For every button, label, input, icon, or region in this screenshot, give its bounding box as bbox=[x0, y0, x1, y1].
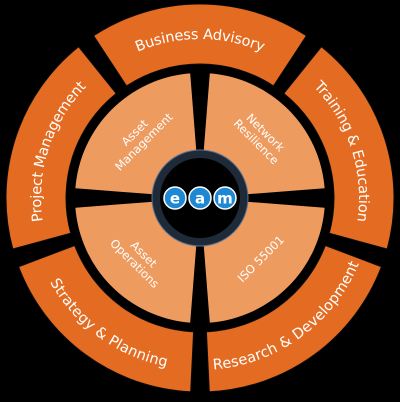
logo-badge-m bbox=[213, 186, 237, 210]
outer-segment-project-management bbox=[5, 45, 117, 250]
outer-segment-research-and-development bbox=[205, 244, 383, 393]
logo-badge-a bbox=[188, 186, 212, 210]
logo-letter-a: a bbox=[195, 190, 205, 208]
logo-badge-e bbox=[163, 186, 187, 210]
outer-segment-training-and-education bbox=[283, 45, 395, 250]
logo-letter-e: e bbox=[170, 190, 180, 208]
outer-segment-business-advisory bbox=[92, 3, 308, 87]
outer-segment-strategy-and-planning bbox=[17, 244, 195, 393]
logo-letter-m: m bbox=[217, 190, 233, 208]
outer-ring bbox=[5, 3, 395, 393]
